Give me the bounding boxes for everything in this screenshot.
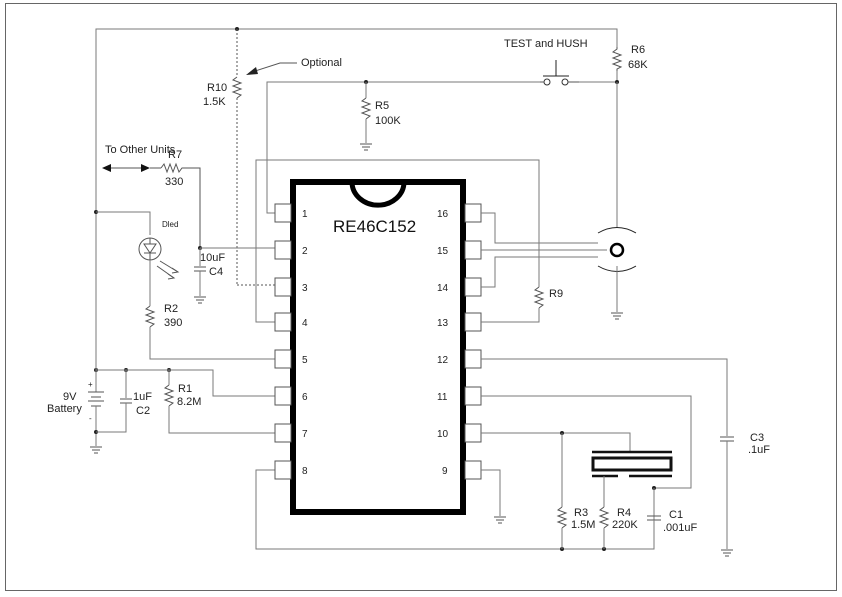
switch-label: TEST and HUSH [504, 38, 588, 50]
ic-pin-3 [274, 277, 292, 297]
ic-name: RE46C152 [333, 217, 416, 236]
ic-pin-label: 3 [302, 283, 308, 294]
r3-value: 1.5M [571, 519, 595, 531]
test-hush-switch: TEST and HUSH [504, 38, 588, 86]
ic-re46c152: RE46C152 [290, 179, 466, 515]
r10-value: 1.5K [203, 96, 226, 108]
diagram-frame [5, 3, 837, 591]
ic-pin-label: 1 [302, 209, 308, 220]
ic-pin-label: 9 [442, 466, 448, 477]
resistor-r7: R7 330 [160, 149, 201, 248]
ic-pin-label: 5 [302, 355, 308, 366]
arrow-left-icon [102, 164, 111, 172]
c2-ref: C2 [136, 405, 150, 417]
pin10-wire [481, 431, 631, 451]
ic-pin-label: 11 [437, 392, 448, 403]
ic-pin-4 [274, 312, 292, 332]
ic-pin-11 [464, 386, 482, 406]
ic-pin-8 [274, 460, 292, 480]
pin4-wire [255, 159, 540, 323]
piezo-element [591, 450, 673, 478]
ic-pin-15 [464, 240, 482, 260]
ic-pin-label: 12 [437, 355, 449, 366]
r7-ref: R7 [168, 149, 182, 161]
ic-pin-16 [464, 203, 482, 223]
ic-pin-label: 15 [437, 246, 449, 257]
ic-pin-label: 10 [437, 429, 449, 440]
r7-value: 330 [165, 176, 183, 188]
top-rail-wire [95, 28, 618, 362]
led-label: Dled [162, 220, 178, 229]
c4-ref: C4 [209, 266, 223, 278]
resistor-r1: R1 8.2M [163, 370, 275, 434]
ic-pin-9 [464, 460, 482, 480]
ic-pin-label: 4 [302, 318, 308, 329]
ic-pin-6 [274, 386, 292, 406]
battery-minus: - [89, 414, 92, 423]
to-other-units-connector: To Other Units [102, 144, 176, 172]
arrow-right-icon [141, 164, 150, 172]
resistor-r6: R6 68K [611, 44, 648, 82]
ic-pin-1 [274, 203, 292, 223]
r2-ref: R2 [164, 303, 178, 315]
ic-pin-2 [274, 240, 292, 260]
r1-ref: R1 [178, 383, 192, 395]
ic-pin-label: 6 [302, 392, 308, 403]
r2-value: 390 [164, 317, 182, 329]
resistor-r5: R5 100K [359, 82, 401, 151]
c3-ref: C3 [750, 432, 764, 444]
horn-wires [481, 212, 607, 288]
r1-value: 8.2M [177, 396, 201, 408]
ic-pin-label: 14 [437, 283, 449, 294]
to-other-units-label: To Other Units [105, 144, 176, 156]
r10-ref: R10 [207, 82, 227, 94]
r3-ref: R3 [574, 507, 588, 519]
battery-9v: + - 9V Battery [47, 370, 104, 454]
resistor-r10: R10 1.5K [203, 27, 275, 286]
c1-value: .001uF [663, 522, 698, 534]
battery-label: Battery [47, 403, 82, 415]
resistor-r3: R3 1.5M [556, 433, 595, 549]
ic-pin-label: 13 [437, 318, 449, 329]
capacitor-c3: C3 .1uF [481, 358, 770, 557]
led-dled: Dled [94, 210, 180, 306]
resistor-r9: R9 [481, 286, 563, 323]
battery-voltage: 9V [63, 391, 77, 403]
r6-value: 68K [628, 59, 648, 71]
c3-value: .1uF [748, 444, 770, 456]
r6-ref: R6 [631, 44, 645, 56]
ic-pin-13 [464, 312, 482, 332]
ic-pin-10 [464, 423, 482, 443]
ic-pin-label: 7 [302, 429, 308, 440]
horn-transducer [597, 227, 637, 320]
resistor-r4: R4 220K [598, 476, 638, 549]
resistor-r2: R2 390 [144, 303, 275, 360]
capacitor-c1: C1 .001uF [647, 488, 698, 549]
r5-ref: R5 [375, 100, 389, 112]
r4-ref: R4 [617, 507, 631, 519]
c2-value: 1uF [133, 391, 152, 403]
optional-annotation: Optional [246, 57, 342, 75]
c4-value: 10uF [200, 252, 225, 264]
c1-ref: C1 [669, 509, 683, 521]
ic-pin-5 [274, 349, 292, 369]
ic-pin-12 [464, 349, 482, 369]
r5-value: 100K [375, 115, 401, 127]
capacitor-c2: 1uF C2 [96, 370, 152, 433]
capacitor-c4: 10uF C4 [193, 246, 275, 304]
optional-label: Optional [301, 57, 342, 69]
ic-pin-14 [464, 277, 482, 297]
ic-pin-label: 2 [302, 246, 308, 257]
ic-pin-label: 16 [437, 209, 449, 220]
ic-pin-label: 8 [302, 466, 308, 477]
battery-plus: + [88, 380, 93, 389]
pin9-ground [481, 469, 507, 524]
switch-rail-wire [266, 80, 619, 228]
ic-pin-7 [274, 423, 292, 443]
r4-value: 220K [612, 519, 638, 531]
r9-ref: R9 [549, 288, 563, 300]
